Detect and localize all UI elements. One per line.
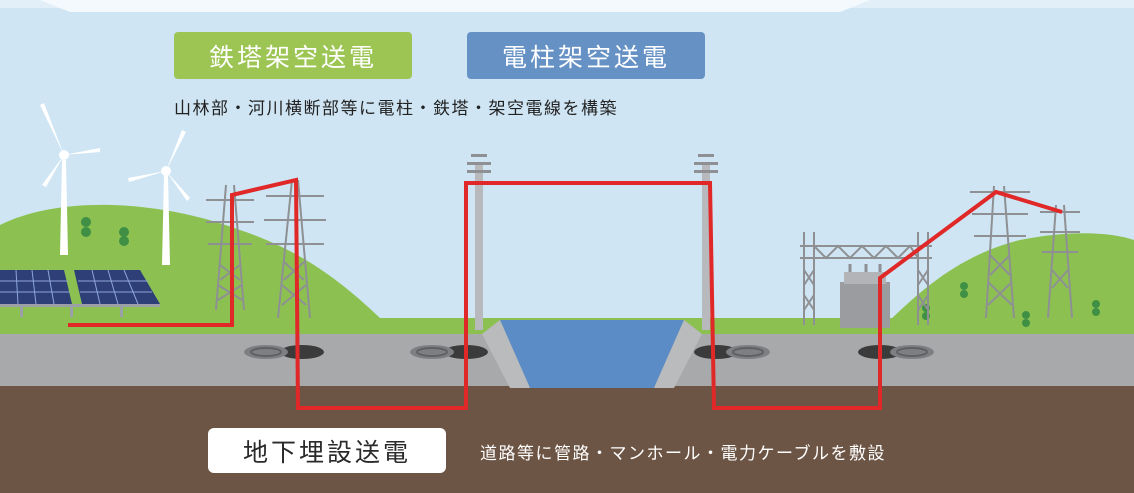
- transformer-icon: [840, 264, 890, 328]
- wind-turbine-icon: [128, 130, 190, 265]
- overhead-description: 山林部・河川横断部等に電柱・鉄塔・架空電線を構築: [174, 99, 618, 119]
- sky-top-band: [40, 0, 870, 12]
- riverbank-right: [654, 320, 702, 388]
- riverbank-left: [482, 320, 530, 388]
- tower-overhead-label: 鉄塔架空送電: [174, 32, 412, 79]
- power-cable-route: [68, 177, 1063, 410]
- manhole-icon: [858, 345, 934, 359]
- river: [500, 320, 684, 388]
- manhole-icon: [244, 345, 324, 359]
- manhole-icon: [694, 345, 770, 359]
- transmission-tower-icon: [264, 179, 326, 319]
- underground-earth: [0, 386, 1134, 493]
- transmission-tower-icon: [970, 185, 1030, 319]
- pole-overhead-label: 電柱架空送電: [467, 32, 705, 79]
- solar-panel-icon: [0, 269, 160, 317]
- wind-turbine-icon: [40, 103, 100, 255]
- utility-pole-icon: [694, 154, 718, 330]
- utility-pole-icon: [467, 154, 491, 330]
- underground-description: 道路等に管路・マンホール・電力ケーブルを敷設: [480, 444, 886, 464]
- underground-label: 地下埋設送電: [208, 428, 446, 473]
